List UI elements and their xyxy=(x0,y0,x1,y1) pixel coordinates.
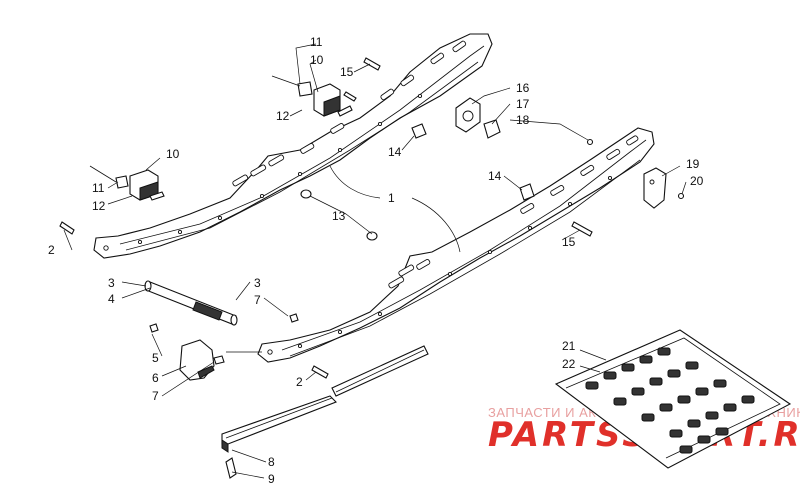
callout-14-lower: 14 xyxy=(488,169,502,183)
callout-21: 21 xyxy=(562,339,576,353)
callout-12-lower: 12 xyxy=(92,199,106,213)
callout-10-upper: 10 xyxy=(310,53,324,67)
callout-1: 1 xyxy=(388,191,395,205)
callout-10-lower: 10 xyxy=(166,147,180,161)
callout-2-lower: 2 xyxy=(296,375,303,389)
callout-11-lower: 11 xyxy=(92,181,105,195)
callout-15-upper: 15 xyxy=(340,65,354,79)
washers xyxy=(300,189,378,241)
callout-5: 5 xyxy=(152,351,159,365)
cross-shaft xyxy=(144,280,238,326)
callout-14-upper: 14 xyxy=(388,145,402,159)
bolts xyxy=(59,57,685,479)
rail-right-slots xyxy=(267,135,639,355)
callout-3-left: 3 xyxy=(108,276,115,290)
callout-labels: 11 10 15 12 16 17 18 14 19 20 14 15 13 1… xyxy=(48,35,704,486)
track-lugs xyxy=(585,347,755,454)
callout-6: 6 xyxy=(152,371,159,385)
callout-12-upper: 12 xyxy=(276,109,290,123)
callout-8: 8 xyxy=(268,455,275,469)
callout-7-upper: 7 xyxy=(254,293,261,307)
callout-11-upper: 11 xyxy=(310,35,323,49)
wheel-cover xyxy=(179,339,215,381)
callout-16: 16 xyxy=(516,81,530,95)
callout-3-right: 3 xyxy=(254,276,261,290)
callout-22: 22 xyxy=(562,357,576,371)
callout-20: 20 xyxy=(690,174,704,188)
bushings xyxy=(411,123,535,201)
callout-2-left: 2 xyxy=(48,243,55,257)
callout-17: 17 xyxy=(516,97,530,111)
track-section xyxy=(554,329,792,469)
wear-strip xyxy=(221,345,429,453)
callout-19: 19 xyxy=(686,157,700,171)
bumper-block-lower xyxy=(89,165,165,201)
leader-lines xyxy=(63,43,687,479)
idler-wheel-assembly xyxy=(455,97,501,139)
rail-right xyxy=(257,127,655,363)
end-bracket xyxy=(643,167,667,209)
callout-13: 13 xyxy=(332,209,346,223)
callout-9: 9 xyxy=(268,472,275,486)
rail-left xyxy=(93,33,493,259)
rail-left-slots xyxy=(103,40,467,251)
bumper-block-upper xyxy=(271,75,353,117)
callout-4: 4 xyxy=(108,292,115,306)
callout-15-lower: 15 xyxy=(562,235,576,249)
callout-18: 18 xyxy=(516,113,530,127)
callout-7-lower: 7 xyxy=(152,389,159,403)
